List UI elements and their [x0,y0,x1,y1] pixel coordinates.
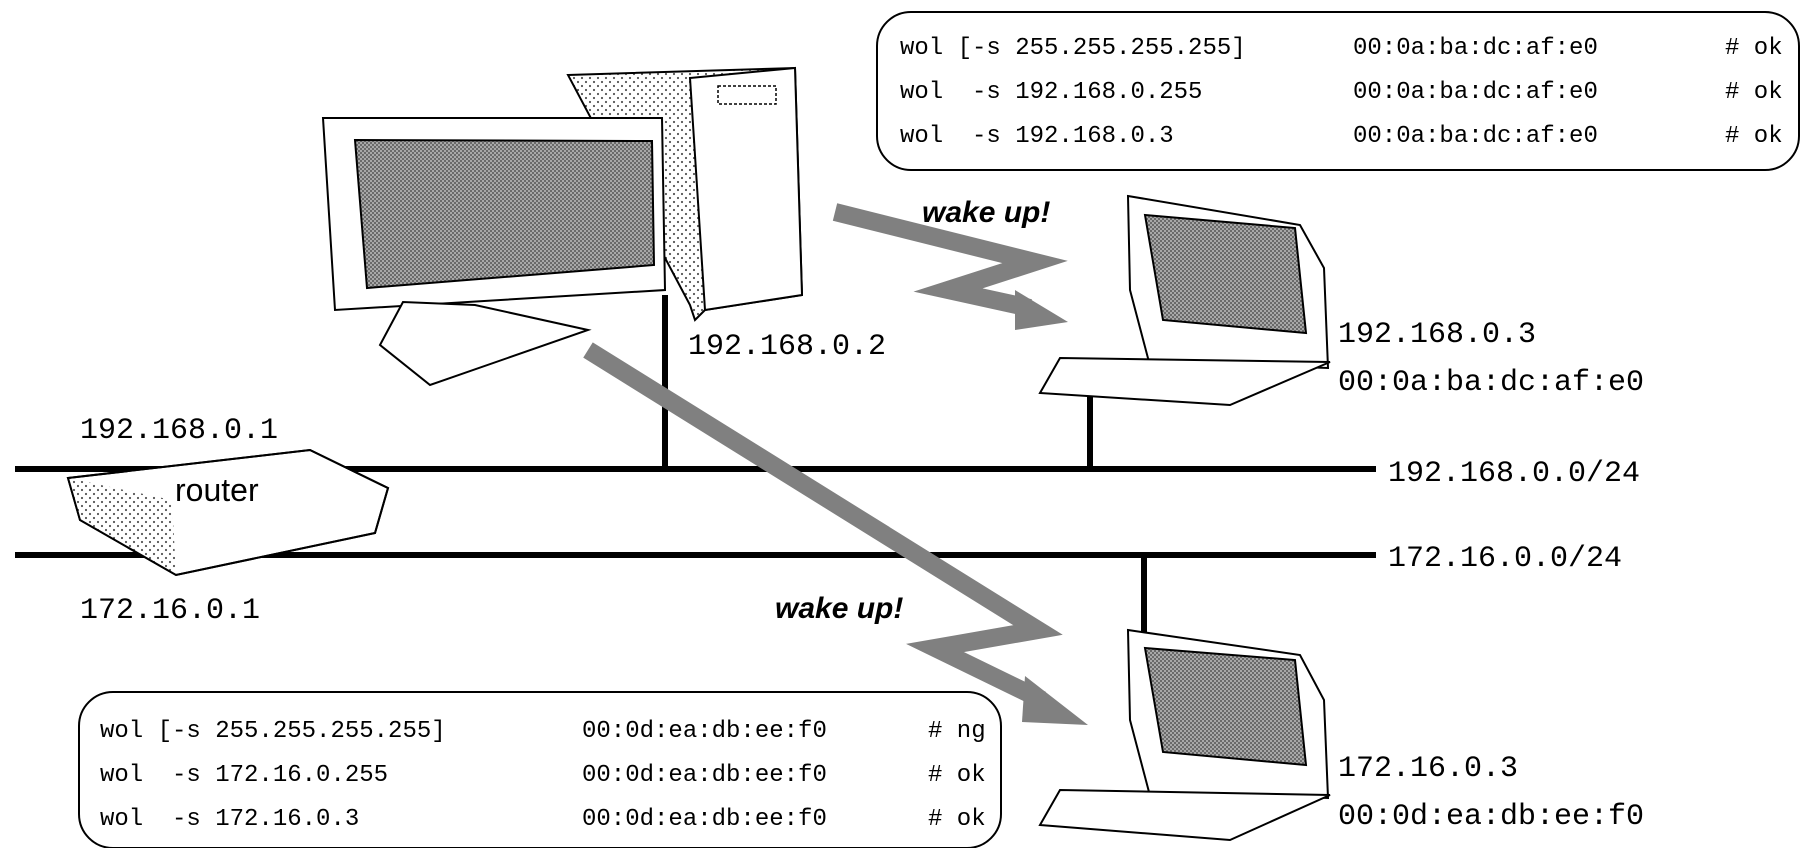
pc-drive-slot [717,85,777,105]
sender-ip: 192.168.0.2 [688,330,886,364]
laptop1-base [1038,356,1331,407]
command-result: # ng [928,718,986,745]
wake-label-2: wake up! [775,592,903,625]
laptop2-screen [1143,646,1308,767]
laptop2-base [1038,788,1331,842]
laptop2-mac: 00:0d:ea:db:ee:f0 [1338,800,1644,834]
command-result: # ok [928,806,986,833]
command-text: wol -s 172.16.0.3 [100,806,359,833]
command-mac: 00:0a:ba:dc:af:e0 [1353,35,1598,62]
laptop1 [1038,194,1331,407]
command-result: # ok [928,762,986,789]
command-box-1-frame [876,11,1800,171]
command-result: # ok [1725,35,1783,62]
laptop1-ip: 192.168.0.3 [1338,318,1536,352]
command-box-2: wol [-s 255.255.255.255] 00:0d:ea:db:ee:… [78,691,1002,848]
command-mac: 00:0a:ba:dc:af:e0 [1353,79,1598,106]
command-mac: 00:0a:ba:dc:af:e0 [1353,123,1598,150]
command-box-2-line: wol [-s 255.255.255.255] 00:0d:ea:db:ee:… [100,718,986,745]
command-box-1-line: wol -s 192.168.0.3 00:0a:ba:dc:af:e0 # o… [900,123,1783,150]
command-box-2-line: wol -s 172.16.0.3 00:0d:ea:db:ee:f0 # ok [100,806,986,833]
router-shading [68,478,176,575]
wake-label-1: wake up! [922,196,1050,229]
laptop2 [1038,628,1331,842]
laptop1-screen [1143,213,1308,335]
network-label-172-16: 172.16.0.0/24 [1388,542,1622,576]
router-ip-172: 172.16.0.1 [80,594,260,628]
command-text: wol [-s 255.255.255.255] [100,718,446,745]
command-box-1-line: wol -s 192.168.0.255 00:0a:ba:dc:af:e0 #… [900,79,1783,106]
command-text: wol [-s 255.255.255.255] [900,35,1246,62]
command-text: wol -s 172.16.0.255 [100,762,388,789]
command-result: # ok [1725,79,1783,106]
wake-arrow-2 [583,342,1088,725]
router-ip-192: 192.168.0.1 [80,414,278,448]
command-box-1: wol [-s 255.255.255.255] 00:0a:ba:dc:af:… [876,11,1800,171]
laptop1-mac: 00:0a:ba:dc:af:e0 [1338,366,1644,400]
wake-arrow-1 [832,203,1068,330]
command-mac: 00:0d:ea:db:ee:f0 [582,762,827,789]
network-label-192-168: 192.168.0.0/24 [1388,457,1640,491]
laptop2-ip: 172.16.0.3 [1338,752,1518,786]
command-box-1-line: wol [-s 255.255.255.255] 00:0a:ba:dc:af:… [900,35,1783,62]
command-box-2-line: wol -s 172.16.0.255 00:0d:ea:db:ee:f0 # … [100,762,986,789]
command-text: wol -s 192.168.0.255 [900,79,1202,106]
router-label: router [175,472,259,508]
router-device: router [66,448,390,577]
command-text: wol -s 192.168.0.3 [900,123,1174,150]
command-mac: 00:0d:ea:db:ee:f0 [582,806,827,833]
pc-monitor-screen [353,138,656,290]
command-mac: 00:0d:ea:db:ee:f0 [582,718,827,745]
pc-stand [378,300,592,387]
command-result: # ok [1725,123,1783,150]
command-box-2-frame [78,691,1002,848]
sender-pc [321,66,804,387]
